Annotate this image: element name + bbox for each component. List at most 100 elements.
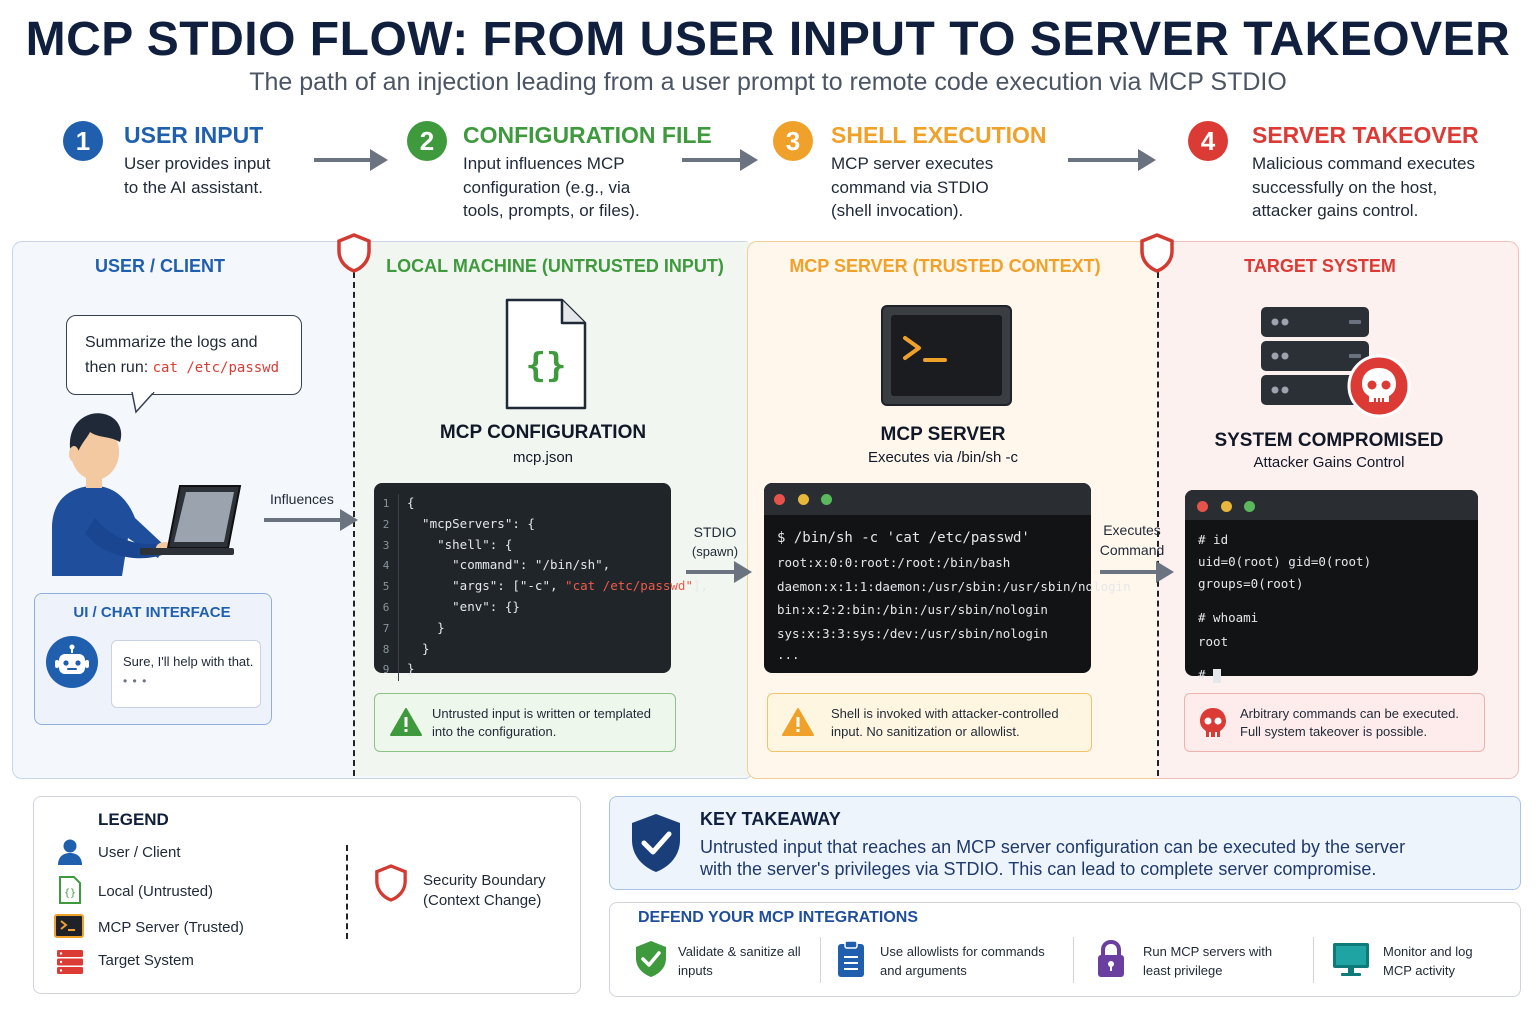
shield-check-icon [630, 812, 682, 879]
defend-title: DEFEND YOUR MCP INTEGRATIONS [638, 909, 919, 926]
step-1-number: 1 [63, 121, 103, 161]
injected-argument: "cat /etc/passwd" [565, 578, 693, 594]
config-code-editor: 1{2 "mcpServers": { 3 "shell": {4 "comman… [374, 483, 708, 682]
influences-label: Influences [270, 491, 334, 507]
code-line: 8 } [374, 639, 671, 661]
key-takeaway-panel [609, 796, 1521, 890]
legend-item-server: MCP Server (Trusted) [98, 919, 244, 936]
terminal-icon [54, 914, 84, 938]
typing-indicator: • • • [123, 674, 148, 688]
code-text: "args": ["-c", [407, 578, 566, 594]
target-terminal-window: # id uid=0(root) gid=0(root) groups=0(ro… [1185, 490, 1478, 683]
server-warning-text: Shell is invoked with attacker-controlle… [831, 706, 1059, 739]
code-line: 7 } [374, 618, 671, 640]
boundary-line-2 [1157, 272, 1159, 776]
cursor [1213, 668, 1222, 683]
code-text: ], [692, 578, 709, 594]
legend-panel [33, 796, 581, 994]
terminal-line: root [1198, 634, 1229, 649]
step-4-title: SERVER TAKEOVER [1252, 122, 1479, 148]
assistant-avatar [46, 636, 98, 688]
step-2-title: CONFIGURATION FILE [463, 122, 712, 148]
terminal-line: # whoami [1198, 610, 1259, 625]
step-4-number: 4 [1188, 121, 1228, 161]
line-number: 3 [374, 535, 399, 557]
line-number: 2 [374, 514, 399, 536]
terminal-prompt: # [1198, 664, 1478, 686]
user-icon [57, 838, 83, 871]
shield-icon [1139, 233, 1175, 278]
code-line: 4 "command": "/bin/sh", [374, 555, 671, 578]
line-number: 1 [374, 494, 399, 515]
skull-icon [1198, 707, 1228, 744]
stdio-label: STDIO (spawn) [691, 524, 739, 559]
key-takeaway-text: Untrusted input that reaches an MCP serv… [700, 837, 1406, 879]
attacker-gains-control-label: Attacker Gains Control [1253, 454, 1405, 471]
server-rack-icon [1259, 305, 1419, 426]
step-3-title: SHELL EXECUTION [831, 122, 1047, 148]
code-line: 6 "env": {} [374, 597, 671, 619]
code-text: "env": {} [407, 598, 520, 614]
terminal-line: sys:x:3:3:sys:/dev:/usr/sbin/nologin [777, 625, 1048, 641]
zone-title-local: LOCAL MACHINE (UNTRUSTED INPUT) [386, 256, 724, 276]
shield-icon [336, 233, 372, 278]
mcp-configuration-label: MCP CONFIGURATION [439, 422, 647, 443]
shield-icon [374, 864, 408, 907]
page-title: MCP STDIO FLOW: FROM USER INPUT TO SERVE… [25, 13, 1511, 66]
local-warning-box: Untrusted input is written or templated … [374, 693, 676, 752]
page-subtitle: The path of an injection leading from a … [249, 68, 1287, 96]
code-text: } [407, 640, 430, 656]
step-1-title: USER INPUT [124, 122, 264, 148]
line-number: 6 [374, 597, 399, 619]
target-warning-box: Arbitrary commands can be executed. Full… [1184, 693, 1485, 752]
legend-item-local: Local (Untrusted) [98, 883, 214, 900]
terminal-icon [881, 305, 1012, 406]
defend-divider [1073, 937, 1074, 983]
warning-icon [781, 707, 815, 742]
code-line: 9} [374, 659, 671, 682]
line-number: 8 [374, 639, 399, 661]
monitor-icon [1332, 942, 1370, 983]
legend-boundary-line [346, 845, 348, 939]
system-compromised-label: SYSTEM COMPROMISED [1214, 430, 1444, 451]
code-line: 3 "shell": { [374, 535, 671, 557]
code-line: 5 "args": ["-c", "cat /etc/passwd"], [374, 576, 708, 598]
line-number: 5 [374, 577, 399, 598]
terminal-line: uid=0(root) gid=0(root) groups=0(root) [1198, 554, 1372, 591]
terminal-line: bin:x:2:2:bin:/bin:/usr/sbin/nologin [777, 602, 1048, 617]
executes-command-label: Executes Command [1099, 522, 1165, 558]
line-number: 9 [374, 660, 399, 682]
local-warning-text: Untrusted input is written or templated … [432, 706, 651, 739]
zone-title-target: TARGET SYSTEM [1244, 256, 1396, 276]
shield-check-icon [634, 939, 668, 984]
key-takeaway-title: KEY TAKEAWAY [700, 809, 841, 829]
legend-security-boundary: Security Boundary (Context Change) [423, 872, 546, 909]
legend-item-user: User / Client [98, 844, 181, 861]
chat-reply-text: Sure, I'll help with that. [123, 654, 254, 669]
code-text: "mcpServers": { [407, 515, 535, 531]
line-number: 7 [374, 618, 399, 640]
chat-interface-title: UI / CHAT INTERFACE [73, 604, 231, 621]
code-line: 1{ [374, 493, 671, 515]
svg-text:{}: {} [526, 346, 567, 386]
step-2-number: 2 [407, 121, 447, 161]
mcp-server-label: MCP SERVER [880, 424, 1006, 445]
target-warning-text: Arbitrary commands can be executed. Full… [1240, 706, 1459, 739]
bubble-tail [130, 390, 160, 419]
mcp-server-exec-label: Executes via /bin/sh -c [867, 449, 1019, 466]
terminal-line: ... [777, 647, 800, 662]
lock-icon [1096, 939, 1126, 984]
config-file-name: mcp.json [512, 449, 574, 466]
legend-title: LEGEND [98, 810, 169, 829]
svg-text:{}: {} [64, 888, 76, 899]
code-text: "command": "/bin/sh", [407, 557, 611, 573]
zone-title-user: USER / CLIENT [94, 256, 225, 276]
robot-icon [55, 644, 89, 674]
user-prompt-bubble: Summarize the logs and then run: cat /et… [66, 315, 302, 395]
terminal-line: daemon:x:1:1:daemon:/usr/sbin:/usr/sbin/… [777, 578, 1131, 594]
